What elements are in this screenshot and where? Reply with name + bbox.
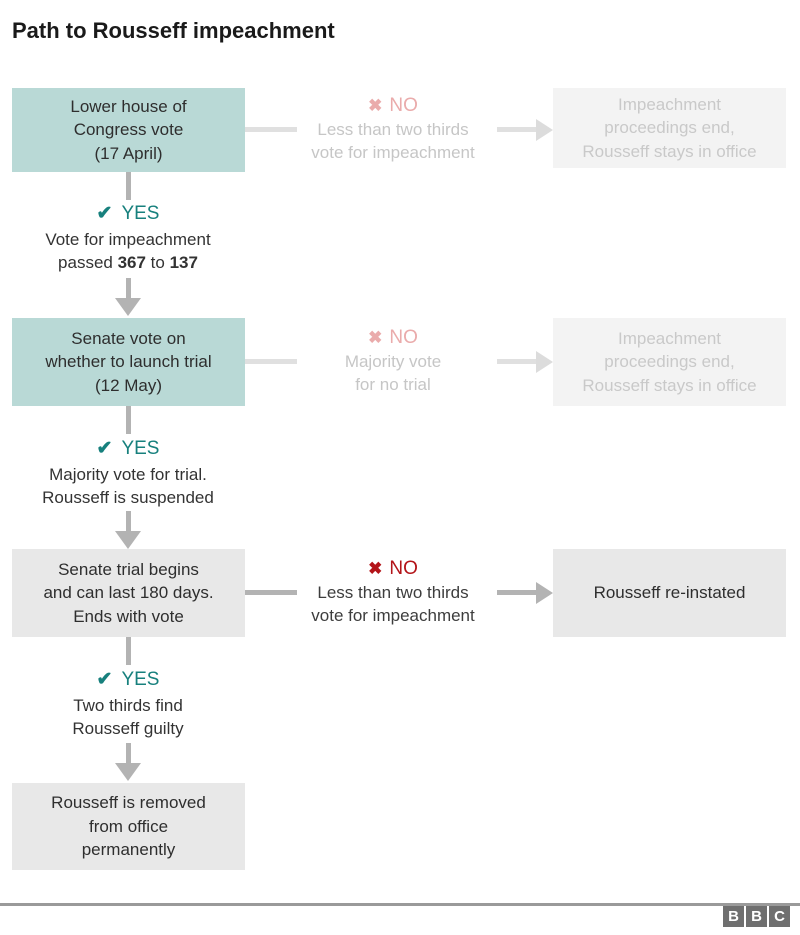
x-icon: ✖ — [368, 96, 383, 116]
check-icon: ✔ — [96, 438, 113, 459]
connector-line — [245, 590, 297, 595]
connector-stem-down — [126, 406, 131, 434]
arrow-down-icon — [115, 531, 141, 549]
arrow-right-icon — [536, 351, 553, 373]
no-branch-row1: ✖ NO Less than two thirds vote for impea… — [293, 88, 493, 172]
yes-label: YES — [121, 437, 160, 459]
yes-heading: ✔ YES — [8, 668, 248, 691]
no-condition-text: Majority vote for no trial — [344, 352, 442, 394]
final-box-removed-from-office: Rousseff is removed from office permanen… — [12, 783, 245, 870]
bbc-logo-block: C — [769, 906, 790, 927]
arrow-down-icon — [115, 763, 141, 781]
arrow-right-stem — [497, 359, 539, 364]
outcome-box-proceedings-end-2: Impeachment proceedings end, Rousseff st… — [553, 318, 786, 406]
yes-branch-row1: ✔ YES Vote for impeachment passed 367 to… — [8, 202, 248, 275]
yes-branch-row2: ✔ YES Majority vote for trial. Rousseff … — [8, 437, 248, 510]
outcome-box-proceedings-end-1: Impeachment proceedings end, Rousseff st… — [553, 88, 786, 168]
yes-text-part: Vote for impeachment passed — [45, 230, 211, 272]
check-icon: ✔ — [96, 203, 113, 224]
arrow-down-stem — [126, 278, 131, 300]
arrow-right-icon — [536, 119, 553, 141]
yes-heading: ✔ YES — [8, 202, 248, 225]
yes-label: YES — [121, 668, 160, 690]
connector-stem-down — [126, 172, 131, 200]
bbc-logo: B B C — [723, 906, 790, 927]
connector-stem-down — [126, 637, 131, 665]
no-heading: ✖ NO — [368, 95, 418, 117]
bbc-logo-block: B — [746, 906, 767, 927]
yes-detail-text: Majority vote for trial. Rousseff is sus… — [42, 465, 214, 507]
connector-line — [245, 127, 297, 132]
votes-against-count: 137 — [169, 252, 198, 272]
step-box-senate-trial: Senate trial begins and can last 180 day… — [12, 549, 245, 637]
outcome-box-reinstated: Rousseff re-instated — [553, 549, 786, 637]
arrow-right-icon — [536, 582, 553, 604]
arrow-down-stem — [126, 511, 131, 533]
yes-detail-text: Two thirds find Rousseff guilty — [72, 696, 184, 738]
no-condition-text: Less than two thirds vote for impeachmen… — [311, 583, 475, 625]
x-icon: ✖ — [368, 328, 383, 348]
bbc-logo-block: B — [723, 906, 744, 927]
no-label: NO — [389, 558, 418, 580]
votes-for-count: 367 — [117, 252, 146, 272]
step-box-senate-vote: Senate vote on whether to launch trial (… — [12, 318, 245, 406]
no-heading: ✖ NO — [368, 327, 418, 349]
connector-line — [245, 359, 297, 364]
arrow-down-icon — [115, 298, 141, 316]
no-heading: ✖ NO — [368, 558, 418, 580]
no-label: NO — [389, 327, 418, 349]
step-box-lower-house-vote: Lower house of Congress vote (17 April) — [12, 88, 245, 172]
arrow-down-stem — [126, 743, 131, 765]
no-label: NO — [389, 95, 418, 117]
yes-heading: ✔ YES — [8, 437, 248, 460]
yes-detail-text: Vote for impeachment passed 367 to 137 — [8, 229, 248, 275]
yes-text-part: to — [145, 252, 170, 272]
arrow-right-stem — [497, 127, 539, 132]
yes-branch-row3: ✔ YES Two thirds find Rousseff guilty — [8, 668, 248, 741]
check-icon: ✔ — [96, 669, 113, 690]
arrow-right-stem — [497, 590, 539, 595]
yes-label: YES — [121, 202, 160, 224]
footer-divider — [0, 903, 800, 906]
no-condition-text: Less than two thirds vote for impeachmen… — [311, 120, 475, 162]
no-branch-row3: ✖ NO Less than two thirds vote for impea… — [293, 549, 493, 637]
x-icon: ✖ — [368, 559, 383, 579]
no-branch-row2: ✖ NO Majority vote for no trial — [293, 318, 493, 406]
page-title: Path to Rousseff impeachment — [12, 18, 335, 43]
